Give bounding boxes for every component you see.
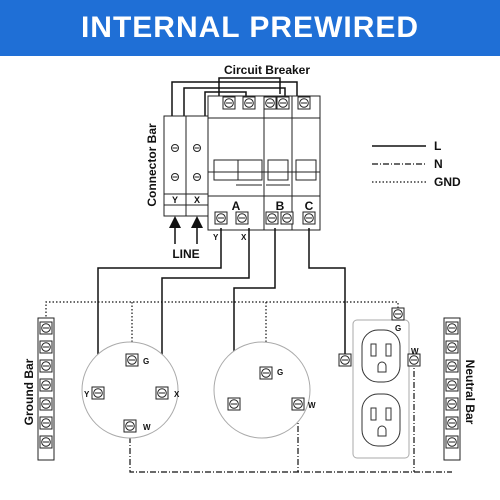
neutral-bar-label: Neutral Bar [463,360,477,425]
page-title: INTERNAL PREWIRED [80,11,420,44]
connector-bar-label: Connector Bar [145,123,159,207]
legend-l-label: L [434,139,441,153]
title-banner: INTERNAL PREWIRED [0,0,500,56]
outlet-1-x-label: X [174,390,180,399]
connector-bar: Y X [163,115,209,217]
outlet-1-y-label: Y [84,390,90,399]
wire-y-label: Y [213,233,219,242]
outlet-1: G Y X W [81,341,180,439]
outlet-2: G W [213,341,316,439]
outlet-2-g-label: G [277,368,283,377]
legend-n-label: N [434,157,443,171]
outlet-1-g-label: G [143,357,149,366]
ground-bar [37,317,55,461]
outlet-2-w-label: W [308,401,316,410]
duplex-receptacle: G W [338,307,421,459]
line-wires [97,228,346,402]
ground-bar-label: Ground Bar [22,358,36,425]
connector-terminal-y-label: Y [172,195,178,205]
breaker-pole-a-label: A [232,199,241,213]
connector-to-breaker-wires [171,77,298,116]
connector-terminal-x-label: X [194,195,200,205]
breaker-pole-c-label: C [305,199,314,213]
line-arrows [169,216,203,244]
circuit-breaker: A B C [207,95,321,231]
wire-x-label: X [241,233,247,242]
outlet-1-w-label: W [143,423,151,432]
receptacle-w-label: W [411,347,419,356]
legend-gnd-label: GND [434,175,461,189]
circuit-breaker-label: Circuit Breaker [224,63,310,77]
line-label: LINE [172,247,199,261]
wire-legend: L N GND [372,139,461,189]
breaker-pole-b-label: B [276,199,285,213]
neutral-bar [443,317,461,461]
receptacle-g-label: G [395,324,401,333]
